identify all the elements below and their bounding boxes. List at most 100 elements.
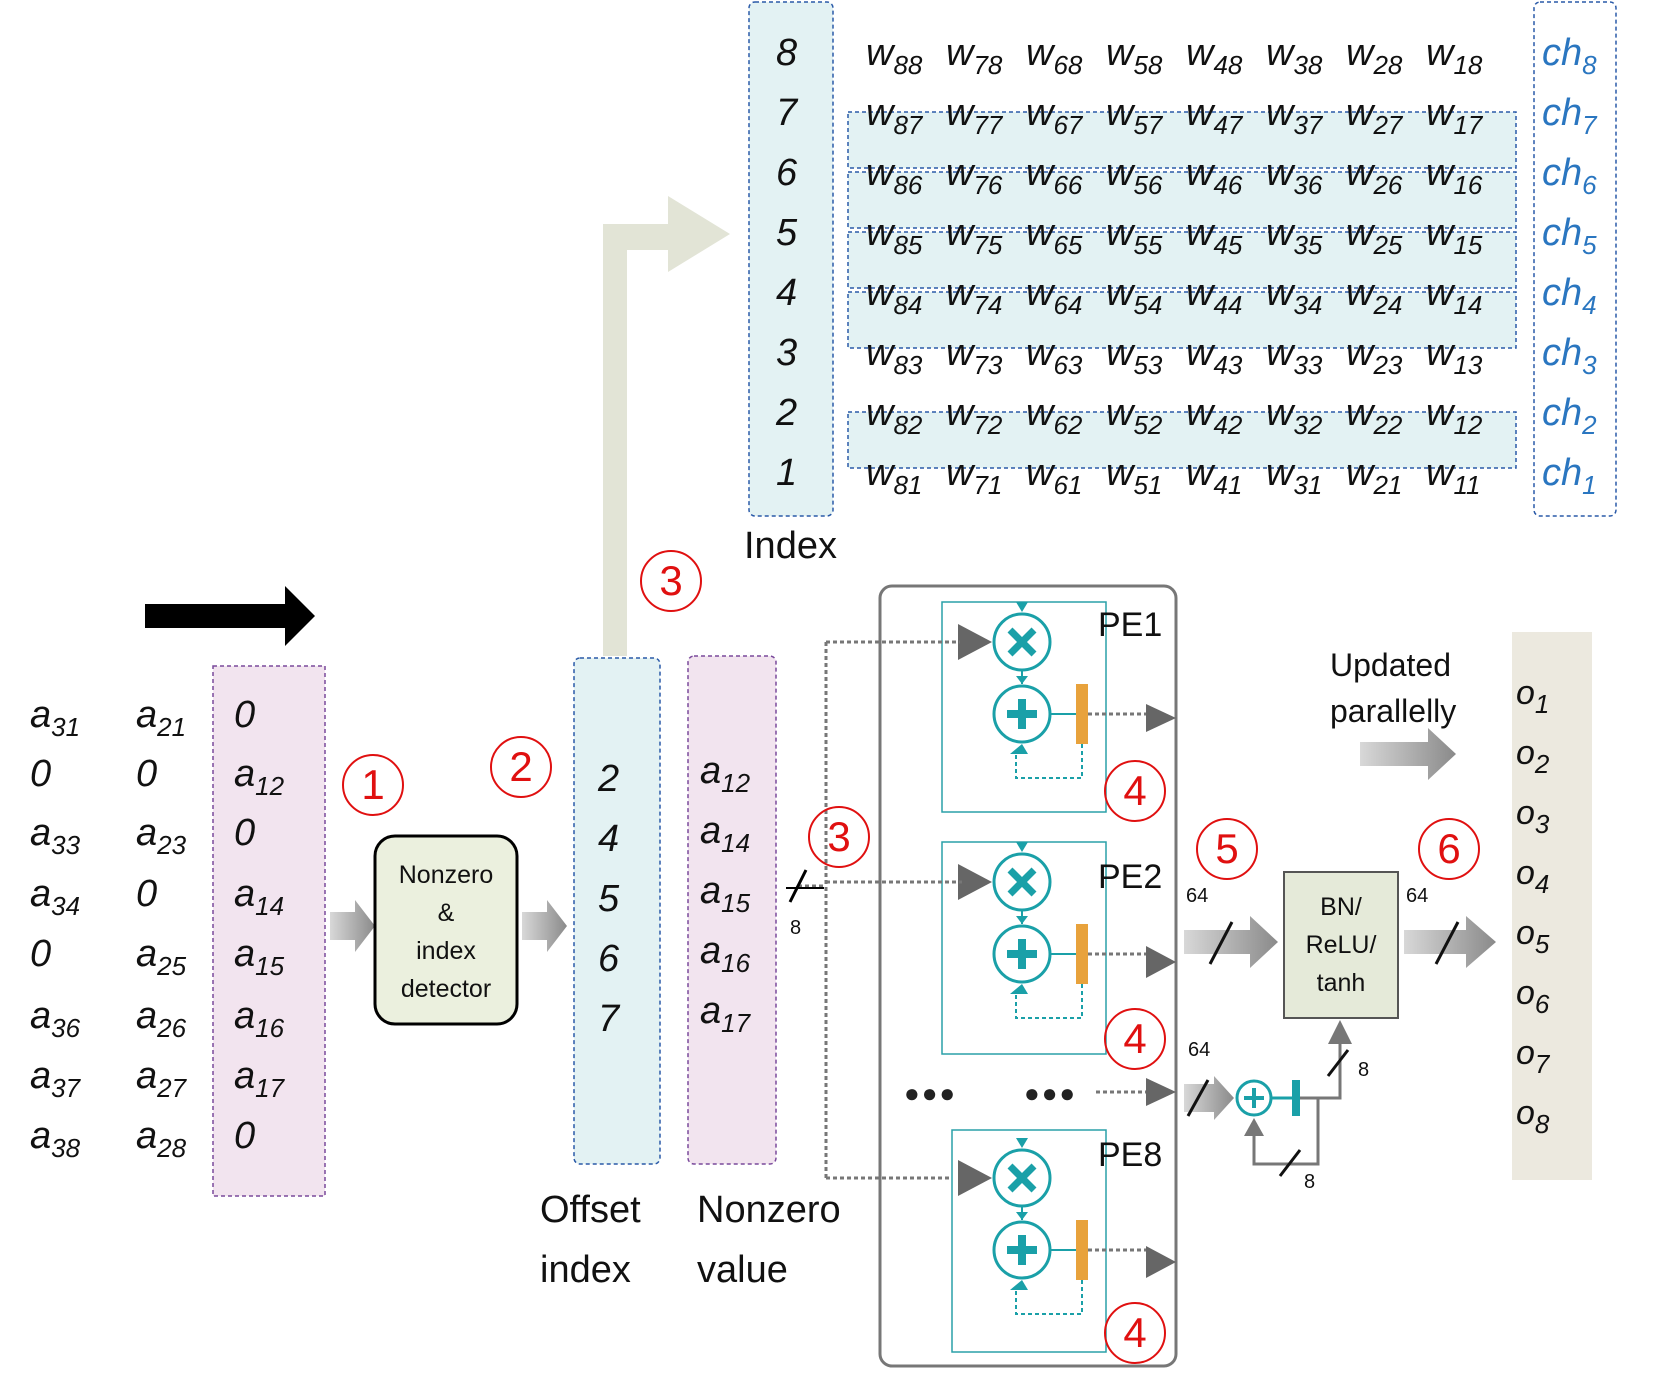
offset-index-value: 2 [598,758,620,800]
weight-cell: w86 [866,152,923,200]
input-bus-slash [788,869,808,903]
bus-8-label-c: 8 [790,917,802,939]
outputs-column-box [1512,632,1592,1180]
input-cell: a21 [136,694,187,742]
input-cell: a33 [30,812,81,860]
arrow-to-outputs [1404,916,1496,968]
input-cell: a25 [136,933,187,981]
pe8-feedback [1015,1280,1083,1315]
channel-label: ch1 [1542,452,1597,500]
weight-cell: w54 [1106,272,1163,320]
weight-cell: w41 [1186,452,1243,500]
pe1-label: PE1 [1098,606,1163,644]
input-cell: a17 [234,1055,285,1103]
pe8-label: PE8 [1098,1136,1163,1174]
ch-column-box [1533,1,1617,517]
weight-cell: w12 [1426,392,1483,440]
weight-cell: w58 [1106,32,1163,80]
output-value: o4 [1516,854,1550,899]
pe2-label: PE2 [1098,858,1163,896]
weight-row-highlight [847,111,1517,169]
input-cell: a31 [30,694,81,742]
weight-cell: w53 [1106,332,1163,380]
weight-cell: w81 [866,452,923,500]
weight-cell: w36 [1266,152,1323,200]
weight-cell: w61 [1026,452,1083,500]
pe8-weight-in [1016,1138,1028,1148]
weight-cell: w35 [1266,212,1323,260]
weight-cell: w67 [1026,92,1083,140]
weight-cell: w43 [1186,332,1243,380]
output-value: o7 [1516,1034,1550,1079]
channel-label: ch2 [1542,392,1597,440]
weight-cell: w82 [866,392,923,440]
input-cell: 0 [234,812,256,854]
weight-cell: w15 [1426,212,1483,260]
channel-label: ch3 [1542,332,1597,380]
detector-box [373,834,519,1026]
index-label: Index [744,525,837,567]
weight-cell: w38 [1266,32,1323,80]
output-value: o1 [1516,674,1550,719]
weight-cell: w28 [1346,32,1403,80]
weight-cell: w73 [946,332,1003,380]
input-cell: 0 [234,694,256,736]
arrow-to-offset [522,900,567,952]
weight-cell: w44 [1186,272,1243,320]
weight-cell: w51 [1106,452,1163,500]
weight-cell: w26 [1346,152,1403,200]
step-4-marker-pe8: 4 [1104,1302,1166,1364]
weight-cell: w34 [1266,272,1323,320]
weight-row-index: 1 [776,452,798,494]
channel-label: ch6 [1542,152,1597,200]
input-cell: a23 [136,812,187,860]
output-value: o5 [1516,914,1550,959]
channel-label: ch8 [1542,32,1597,80]
accum-loop [1252,1098,1320,1166]
pe2-feedback [1015,984,1083,1019]
output-value: o6 [1516,974,1550,1019]
channel-label: ch4 [1542,272,1597,320]
weight-cell: w31 [1266,452,1323,500]
weight-cell: w68 [1026,32,1083,80]
nonzero-value: a12 [700,750,751,798]
weight-row-index: 8 [776,32,798,74]
output-value: o3 [1516,794,1550,839]
nonzero-value: a17 [700,990,751,1038]
nonzero-value-label: Nonzero value [697,1189,841,1291]
bus-64-label-a: 64 [1186,885,1209,907]
step-3-marker-mid: 3 [808,806,870,868]
offset-index-value: 5 [598,878,620,920]
step-2-marker: 2 [490,736,552,798]
input-cell: a28 [136,1115,187,1163]
weight-cell: w84 [866,272,923,320]
step-1-marker: 1 [342,754,404,816]
weight-cell: w17 [1426,92,1483,140]
arrow-to-detector [330,900,375,952]
pe-ellipsis-left: ●●● [904,1078,958,1108]
input-cell: 0 [136,753,158,795]
weight-cell: w71 [946,452,1003,500]
weight-cell: w16 [1426,152,1483,200]
bus-64a-slash [1208,921,1234,965]
offset-column-box [573,657,661,1165]
input-cell: 0 [30,753,52,795]
step-4-marker-pe1: 4 [1104,760,1166,822]
input-cell: 0 [30,933,52,975]
channel-label: ch7 [1542,92,1597,140]
pe2-register [1076,924,1088,984]
updated-parallelly-label: Updated parallelly [1330,647,1457,729]
pe2-weight-in [1016,842,1028,852]
bus-64c-slash [1186,1079,1210,1117]
input-cell: a36 [30,995,81,1043]
input-cell: a15 [234,933,285,981]
pe8-input-arrow [958,1160,992,1196]
weight-cell: w22 [1346,392,1403,440]
pe-array-frame [878,584,1178,1368]
output-value: o8 [1516,1094,1550,1139]
weight-cell: w64 [1026,272,1083,320]
weight-cell: w52 [1106,392,1163,440]
weight-cell: w25 [1346,212,1403,260]
weight-cell: w45 [1186,212,1243,260]
